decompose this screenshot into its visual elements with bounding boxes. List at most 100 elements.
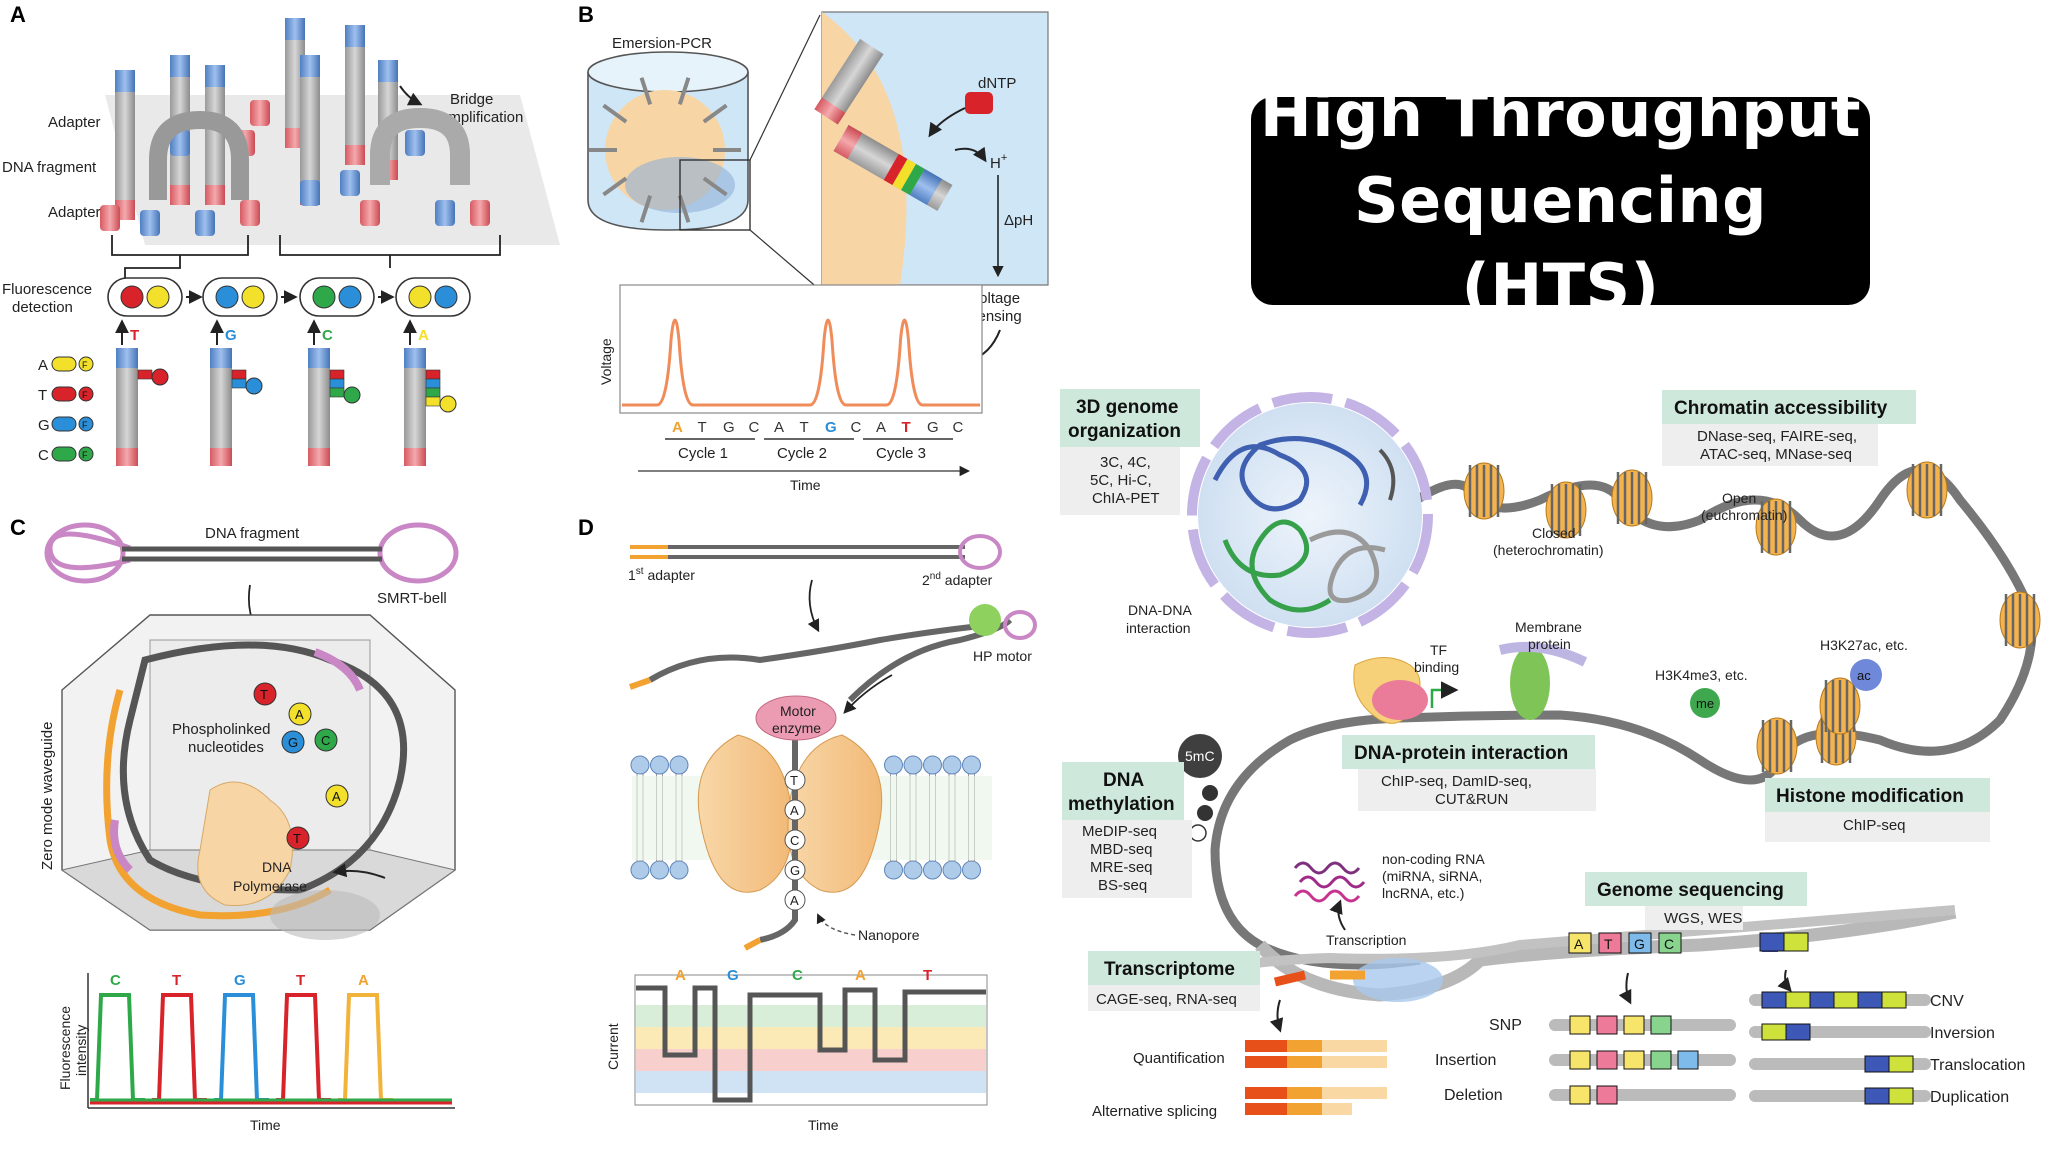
svg-text:CAGE-seq, RNA-seq: CAGE-seq, RNA-seq: [1096, 991, 1237, 1008]
fluor-ylabel-1: Fluorescence: [57, 1006, 73, 1090]
bridge-arc-1: [149, 110, 249, 200]
cycle-label: Cycle 1: [678, 445, 728, 462]
dna-dna-label-2: interaction: [1126, 620, 1191, 636]
pore-base: [784, 829, 806, 851]
motor-enzyme: [755, 695, 837, 741]
primer: [140, 210, 160, 236]
svg-text:MBD-seq: MBD-seq: [1090, 841, 1153, 858]
quantification-label: Quantification: [1133, 1050, 1225, 1067]
svg-text:WGS, WES: WGS, WES: [1664, 910, 1742, 927]
adapter-bottom-label: Adapter: [48, 204, 101, 221]
svg-text:ChIP-seq, DamID-seq,: ChIP-seq, DamID-seq,: [1381, 773, 1532, 790]
me-label: me: [1696, 696, 1714, 711]
sequence-base: [1658, 932, 1682, 954]
cycle-base: C: [851, 419, 862, 436]
variant-label: Insertion: [1435, 1052, 1496, 1069]
fluor-label-2: detection: [12, 299, 73, 316]
svg-text:5C, Hi-C,: 5C, Hi-C,: [1090, 472, 1152, 489]
current-base: T: [923, 967, 932, 984]
fluor-label-1: Fluorescence: [2, 281, 92, 298]
phospholinked-label-2: nucleotides: [188, 739, 264, 756]
svg-text:3C, 4C,: 3C, 4C,: [1100, 454, 1151, 471]
variant-label: Inversion: [1930, 1025, 1995, 1042]
svg-text:MeDIP-seq: MeDIP-seq: [1082, 823, 1157, 840]
emersion-label: Emersion-PCR: [612, 35, 712, 52]
read-strand: [116, 348, 138, 466]
current-trace: [636, 985, 986, 1103]
svg-text:G: G: [288, 735, 298, 750]
card-chromatin-accessibility: Chromatin accessibility DNase-seq, FAIRE…: [1662, 390, 1916, 466]
svg-text:ChIA-PET: ChIA-PET: [1092, 490, 1160, 507]
svg-text:DNA-protein interaction: DNA-protein interaction: [1354, 743, 1568, 764]
fluor-peak: [90, 993, 145, 1102]
step-base: G: [225, 327, 237, 344]
smrt-dna-label: DNA fragment: [205, 525, 300, 542]
svg-text:BS-seq: BS-seq: [1098, 877, 1147, 894]
dna-strand: [300, 55, 320, 205]
svg-text:A: A: [295, 707, 304, 722]
ion-strand: [833, 125, 953, 211]
dph-label: ΔpH: [1004, 212, 1033, 229]
primer: [195, 210, 215, 236]
cycle-label: Cycle 2: [777, 445, 827, 462]
panel-a: A Adapter DNA fragment Adapter Bridge am…: [2, 2, 560, 466]
svg-text:Genome sequencing: Genome sequencing: [1597, 880, 1784, 901]
hp-motor-label: HP motor: [973, 648, 1032, 664]
svg-text:methylation: methylation: [1068, 794, 1175, 815]
dna-strand: [205, 65, 225, 205]
read-strand: [210, 348, 232, 466]
nucleotide: [314, 728, 338, 752]
cycle-base: T: [800, 419, 809, 436]
primer: [240, 200, 260, 226]
primer: [360, 200, 380, 226]
nucleosome: [1463, 462, 1505, 520]
svg-text:T: T: [293, 831, 301, 846]
cycle-base: A: [774, 419, 784, 436]
trace-base: G: [234, 972, 246, 989]
trace-base: T: [296, 972, 305, 989]
panel-c-letter: C: [10, 515, 26, 540]
motor-label-1: Motor: [780, 703, 816, 719]
svg-text:T: T: [260, 687, 268, 702]
svg-text:DNA: DNA: [1103, 770, 1144, 791]
cycle-base: G: [927, 419, 939, 436]
right-panel: 3D genome organization 3C, 4C, 5C, Hi-C,…: [1060, 389, 2041, 1120]
primer: [100, 205, 120, 231]
current-base: C: [792, 967, 803, 984]
primer: [170, 130, 190, 156]
variant-label: Translocation: [1930, 1057, 2025, 1074]
variant-label: Deletion: [1444, 1087, 1503, 1104]
phospholinked-label-1: Phospholinked: [172, 721, 270, 738]
adapter-top-label: Adapter: [48, 114, 101, 131]
svg-text:T: T: [1604, 936, 1613, 952]
sequence-base: [1598, 932, 1622, 954]
nuclear-envelope: [1187, 392, 1433, 638]
svg-text:A: A: [790, 893, 799, 908]
dntp-label: dNTP: [978, 75, 1016, 92]
title-line-1: High Throughput: [1259, 78, 1862, 151]
panel-b-xlabel: Time: [790, 477, 821, 493]
cycle-base: G: [723, 419, 735, 436]
svg-text:C: C: [790, 833, 799, 848]
fluor-ylabel-2: intensity: [73, 1025, 89, 1076]
card-histone: Histone modification ChIP-seq: [1765, 778, 1990, 842]
tf-label-2: binding: [1414, 659, 1459, 675]
bridge-arc-2: [370, 107, 470, 185]
read-strand: [308, 348, 330, 466]
smrt-bell-loop: [377, 522, 459, 584]
card-transcriptome: Transcriptome CAGE-seq, RNA-seq: [1088, 951, 1260, 1011]
svg-text:C: C: [321, 733, 330, 748]
5mc-badge: [1178, 734, 1222, 778]
panel-d-letter: D: [578, 515, 594, 540]
pore-base: [784, 799, 806, 821]
pore-base: [784, 859, 806, 881]
pore-base: [784, 889, 806, 911]
svg-text:Histone modification: Histone modification: [1776, 786, 1964, 807]
tf-label-1: TF: [1430, 642, 1447, 658]
svg-text:F: F: [82, 420, 88, 430]
svg-text:G: G: [790, 863, 800, 878]
cycle-base: A: [672, 419, 683, 436]
svg-text:Chromatin accessibility: Chromatin accessibility: [1674, 398, 1888, 419]
voltage-plot: [619, 284, 983, 414]
svg-text:A: A: [332, 789, 341, 804]
